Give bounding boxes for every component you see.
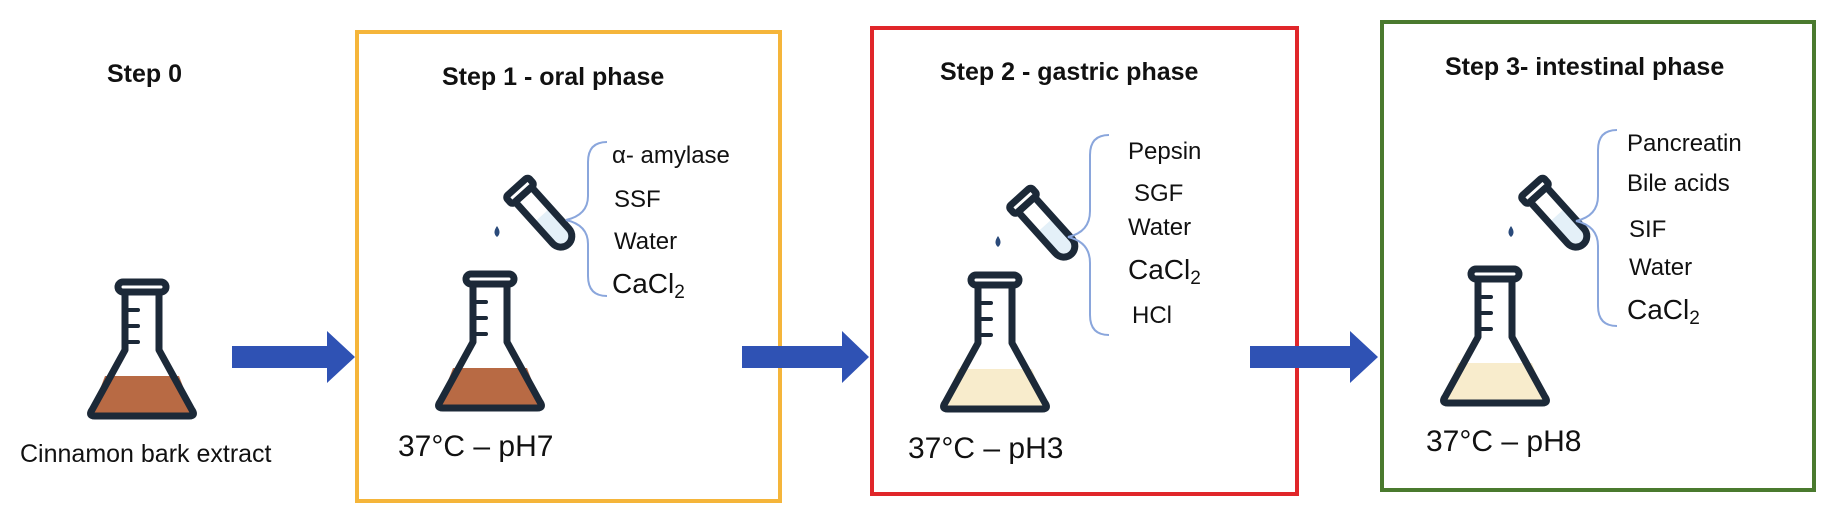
flask-icon-step2 [944,275,1047,409]
step3-reagent-bile-acids: Bile acids [1627,170,1730,197]
curly-brace-icon-step3 [1575,129,1618,327]
drop-icon [494,226,500,237]
step2-reagent-pepsin: Pepsin [1128,138,1202,165]
flask-icon-step1 [439,274,542,408]
step3-box [1380,20,1816,492]
step3-reagent-sif: SIF [1629,216,1667,243]
flask-icon-step0 [91,282,194,416]
step0-title: Step 0 [107,60,183,88]
right-arrow-icon-3 [1250,331,1378,383]
curly-brace-icon-step1 [565,141,608,297]
step1-title: Step 1 - oral phase [442,63,665,91]
drop-icon [1508,226,1514,237]
step1-conditions: 37°C – pH7 [398,430,554,463]
step2-reagent-hcl: HCl [1132,302,1172,329]
step2-reagent-water: Water [1128,214,1192,241]
step1-reagent-water: Water [614,228,678,255]
step1-box [355,30,782,503]
step2-reagent-sgf: SGF [1134,180,1184,207]
right-arrow-icon-2 [742,331,869,383]
right-arrow-icon-1 [232,331,355,383]
flask-icon-step3 [1444,269,1547,403]
step3-conditions: 37°C – pH8 [1426,425,1582,458]
step2-reagent-cacl2: CaCl2 [1128,254,1201,289]
step3-reagent-pancreatin: Pancreatin [1627,130,1742,157]
drop-icon [995,236,1001,247]
test-tube-icon-step3 [1508,177,1595,254]
test-tube-icon-step1 [494,177,580,254]
step3-reagent-water: Water [1629,254,1693,281]
step1-reagent-amylase: α- amylase [612,142,730,169]
step2-title: Step 2 - gastric phase [940,58,1199,86]
step0-caption: Cinnamon bark extract [20,440,272,468]
step2-box [870,26,1299,496]
test-tube-icon-step2 [995,187,1083,264]
step3-reagent-cacl2: CaCl2 [1627,294,1700,329]
step1-reagent-ssf: SSF [614,186,661,213]
step3-title: Step 3- intestinal phase [1445,53,1725,81]
step2-conditions: 37°C – pH3 [908,432,1064,465]
curly-brace-icon-step2 [1067,134,1110,336]
step1-reagent-cacl2: CaCl2 [612,268,685,303]
